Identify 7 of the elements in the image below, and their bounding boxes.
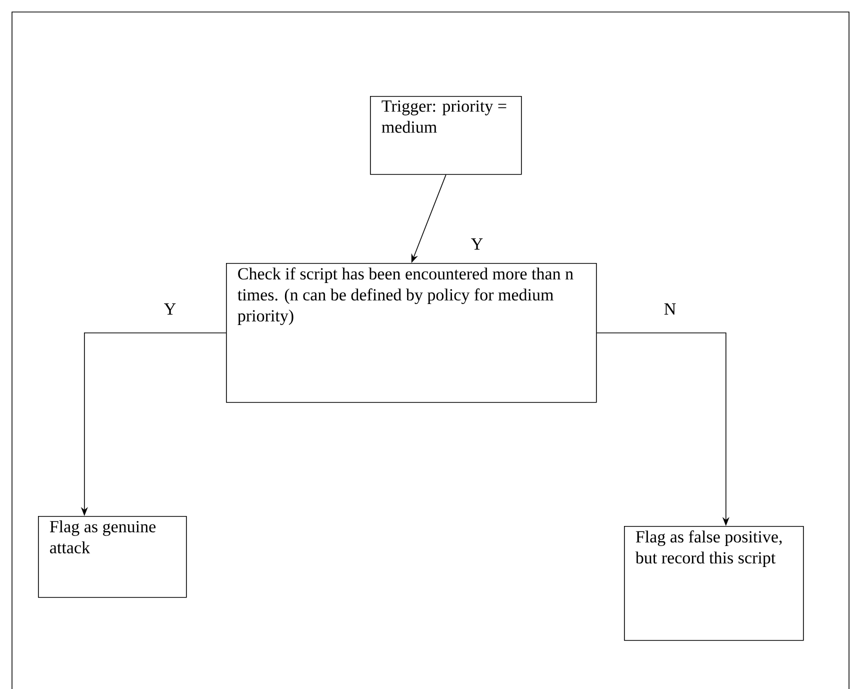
edge-label: Y	[470, 237, 484, 251]
edge-label: N	[662, 302, 678, 316]
process-box: Flag as genuine attack	[38, 516, 187, 598]
process-box: Trigger: priority = medium	[370, 96, 522, 175]
process-box: Flag as false positive, but record this script	[624, 526, 804, 641]
process-box: Check if script has been encountered more than n times. (n can be defined by policy for medium priority)	[226, 263, 597, 403]
edge-label: Y	[162, 302, 178, 316]
